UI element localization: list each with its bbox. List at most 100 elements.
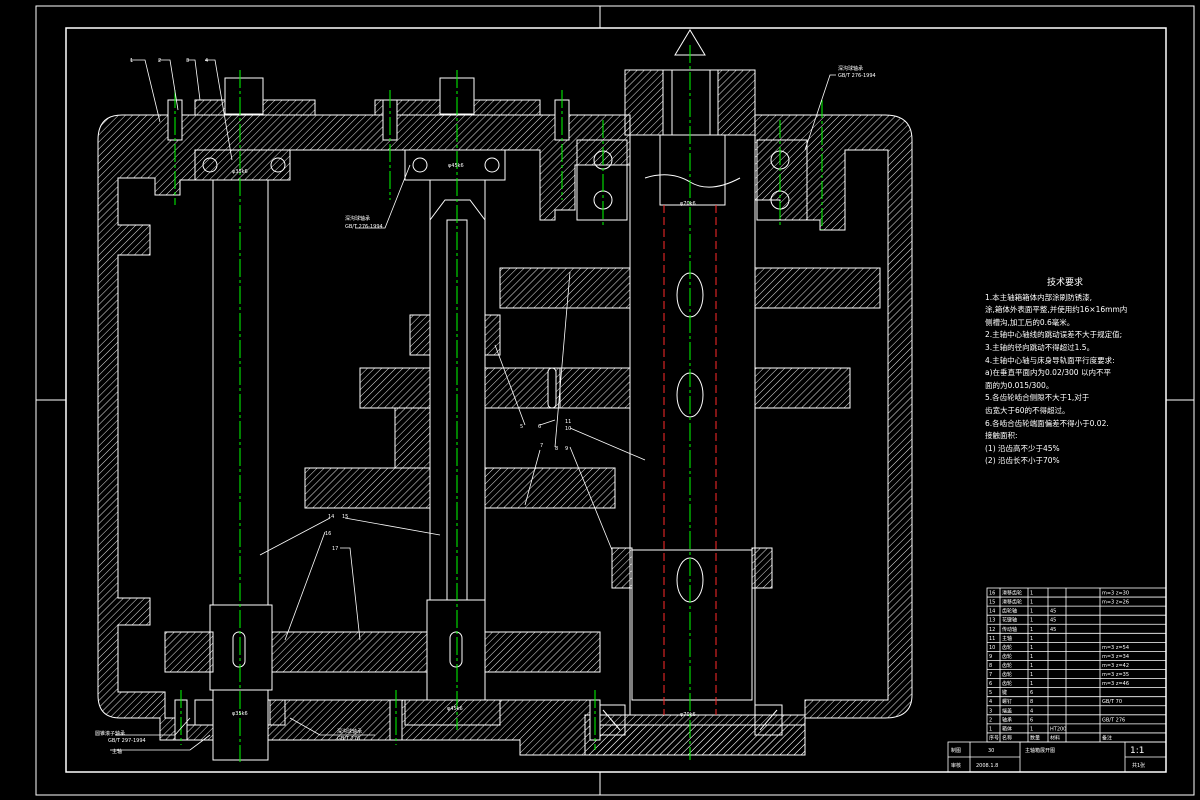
part-label: 11 [565, 419, 571, 425]
part-label: 17 [332, 546, 338, 552]
bom-cell: 备注 [1102, 734, 1112, 741]
notes-line: 侧槽沟,加工后的0.6毫米。 [985, 317, 1075, 327]
title-cell: 30 [988, 748, 994, 754]
part-label: 1 [130, 58, 133, 64]
notes-line: 1.本主轴箱箱体内部涂刷防锈漆, [985, 292, 1093, 302]
part-label: 4 [205, 58, 208, 64]
notes-line: 涂,箱体外表面平整,并使用约16×16mm内 [985, 305, 1128, 315]
gear-spindle-mid [559, 367, 631, 409]
leader [524, 449, 541, 506]
part-label: 9 [565, 446, 568, 452]
bom-cell: 花键轴 [1002, 617, 1017, 624]
bom-cell: 键 [1002, 689, 1007, 696]
bom-cell: 齿轮 [1002, 653, 1012, 660]
dim-label: φ45k6 [447, 706, 463, 712]
leader [355, 164, 411, 229]
bom-cell: 1 [1030, 654, 1033, 660]
leader [205, 59, 233, 161]
bom-cell: 1 [1030, 600, 1033, 606]
bom-cell: m=3 z=42 [1102, 663, 1129, 669]
bom-cell: 数量 [1030, 734, 1040, 741]
bom-cell: 名称 [1002, 734, 1012, 741]
bom-cell: m=3 z=35 [1102, 672, 1129, 678]
spindle-upper [659, 134, 726, 206]
part-label: 10 [565, 426, 571, 432]
callout-text: GB/T 276-1994 [345, 224, 383, 230]
gear-spindle-low-r [751, 547, 773, 589]
bom-cell: 45 [1050, 609, 1056, 615]
leader [554, 271, 571, 448]
gears [164, 267, 881, 673]
centerlines [174, 45, 823, 762]
leader [569, 427, 646, 461]
bom-cell: 1 [1030, 672, 1033, 678]
hidden-lines [663, 205, 717, 715]
notes-line: 2.主轴中心轴线的跳动误差不大于规定值; [985, 330, 1123, 340]
bearing-ball [270, 157, 286, 173]
bom-cell: 10 [989, 645, 995, 651]
callouts: 深沟球轴承 GB/T 276-1994 深沟球轴承 GB/T 276-1994 … [95, 65, 876, 755]
bom-cell: 序号 [989, 734, 999, 741]
part-labels: 1 2 3 4 5 6 7 8 9 10 11 14 15 16 17 [130, 58, 571, 552]
gear-spindle-top [499, 267, 631, 309]
technical-notes: 技术要求 1.本主轴箱箱体内部涂刷防锈漆, 涂,箱体外表面平整,并使用约16×1… [985, 277, 1145, 468]
bom-cell: m=3 z=34 [1102, 654, 1129, 660]
gear-shaft2-upper-r [484, 314, 501, 356]
notes-line: (1) 沿齿高不少于45% [985, 443, 1060, 453]
callout-text: 圆锥滚子轴承 [95, 730, 125, 737]
part-label: 16 [325, 531, 331, 537]
leader [344, 517, 441, 536]
title-cell: 2008.1.8 [976, 763, 998, 769]
bom-cell: 4 [1030, 708, 1033, 714]
dimensions: φ35k6 φ45k6 φ70k6 φ35k6 φ45k6 φ70k6 [232, 163, 696, 718]
dim-label: φ70k6 [680, 712, 696, 718]
bom-cell: 9 [989, 654, 992, 660]
bom-cell: 端盖 [1002, 707, 1012, 714]
bom-cell: 16 [989, 591, 995, 597]
bom-cell: 5 [989, 690, 992, 696]
leader [494, 344, 526, 426]
dim-label: φ45k6 [448, 163, 464, 169]
leader [289, 717, 375, 736]
bom-cell: m=3 z=30 [1102, 591, 1129, 597]
bearing-spindle-left [576, 139, 628, 221]
bom-cell: 材料 [1050, 734, 1060, 741]
bom-cell: 主轴 [1002, 635, 1012, 642]
title-cell: 审核 [951, 762, 961, 769]
notes-line: 面的为0.015/300。 [985, 380, 1054, 390]
bom-cell: 12 [989, 627, 995, 633]
bearing-ball [412, 157, 428, 173]
bom-cell: 14 [989, 609, 995, 615]
title-block [947, 741, 1167, 773]
bom-cell: m=3 z=54 [1102, 645, 1129, 651]
callout-text: 深沟球轴承 [345, 215, 370, 222]
scale-value: 1:1 [1130, 746, 1144, 756]
keyway [449, 631, 463, 668]
bom-cell: 齿轮 [1002, 644, 1012, 651]
bom-cell: 7 [989, 672, 992, 678]
bom-cell: 6 [1030, 690, 1033, 696]
gear-shaft2-mid [359, 367, 431, 409]
bom-cell: GB/T 276 [1102, 717, 1125, 723]
notes-line: 接触面积: [985, 431, 1018, 441]
bom-cell: 15 [989, 600, 995, 606]
part-label: 6 [538, 424, 541, 430]
bom-cell: 1 [1030, 726, 1033, 732]
callout-text: 深沟球轴承 [838, 65, 863, 72]
gear-shaft2-hub [394, 407, 431, 469]
bom-cell: 1 [1030, 591, 1033, 597]
dim-label: φ35k6 [232, 169, 248, 175]
leader [259, 517, 331, 556]
notes-line: 3.主轴的径向跳动不得超过1.5。 [985, 342, 1095, 352]
bom-cell: m=3 z=26 [1102, 600, 1129, 606]
part-label: 7 [540, 443, 543, 449]
dim-label: φ70k6 [680, 201, 696, 207]
notes-line: a)在垂直平面内为0.02/300 以内不平 [985, 368, 1111, 378]
title-text: 制图 30 主轴箱展开图 1:1 审核 2008.1.8 共1张 [951, 746, 1145, 769]
notes-line: 齿宽大于60的不得超过。 [985, 405, 1070, 415]
title-cell: 制图 [951, 747, 961, 754]
notes-line: 4.主轴中心轴与床身导轨面平行度要求: [985, 355, 1115, 365]
drawing-name: 主轴箱展开图 [1025, 747, 1055, 754]
